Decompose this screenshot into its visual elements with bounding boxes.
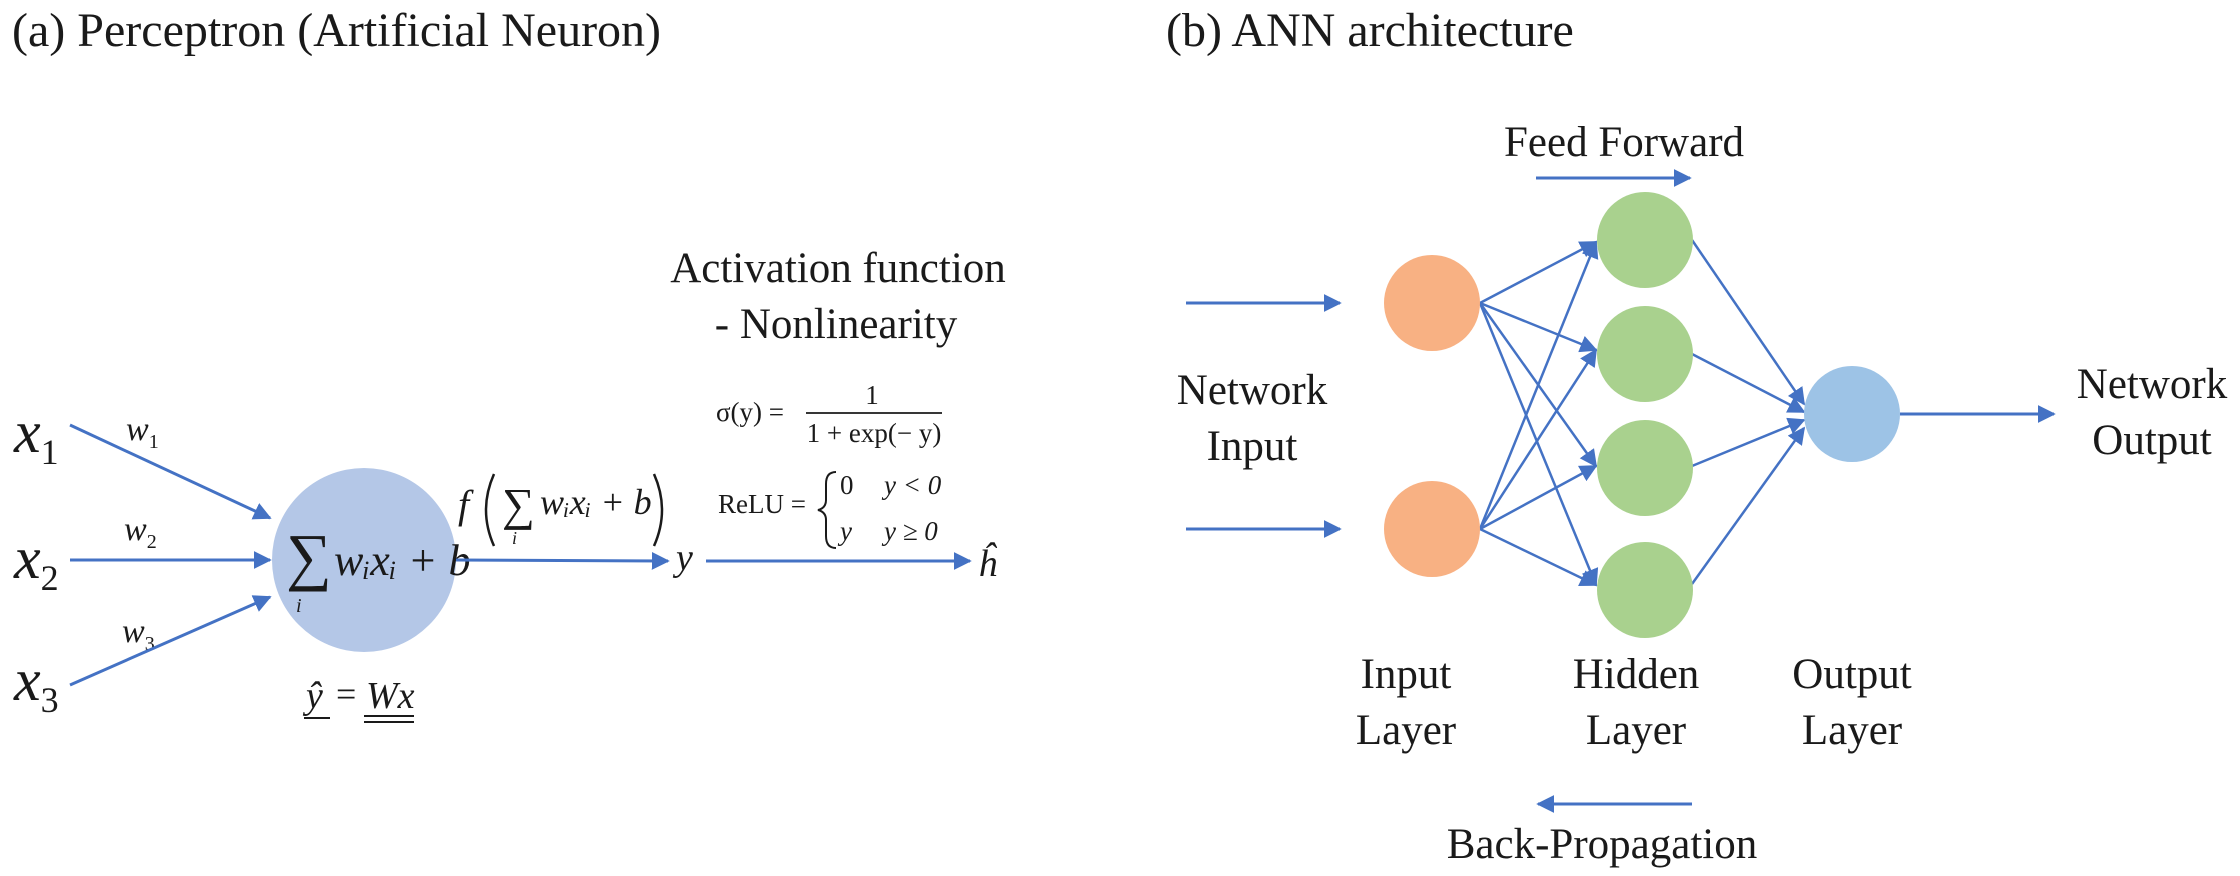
hidden-layer-line1: Hidden	[1573, 651, 1700, 698]
f-sigma-symbol: ∑	[502, 479, 535, 530]
f-label: f	[458, 482, 474, 527]
weight-w3: w3	[122, 613, 155, 655]
connection	[1691, 352, 1806, 414]
input-arrow-1	[69, 423, 272, 520]
neuron-sum-text: wᵢxᵢ + b	[334, 536, 471, 585]
relu-case2-value: y	[837, 516, 852, 546]
relu-lhs: ReLU =	[718, 489, 806, 519]
weight-w2: w2	[124, 511, 157, 553]
output-y: y	[672, 537, 693, 579]
network-output-line2: Output	[2092, 417, 2212, 464]
connection	[1690, 239, 1806, 406]
hidden-node-1	[1597, 192, 1693, 288]
connection	[1478, 302, 1599, 587]
relu-case1-condition: y < 0	[881, 470, 942, 500]
connection	[1479, 240, 1598, 305]
input-x2: x2	[13, 525, 59, 598]
input-node-2	[1384, 481, 1480, 577]
f-sum-index: i	[512, 528, 517, 548]
back-propagation-label: Back-Propagation	[1447, 821, 1757, 868]
connection	[1690, 426, 1806, 585]
output-node	[1804, 366, 1900, 462]
sigmoid-lhs: σ(y) =	[716, 397, 784, 427]
network-input-line2: Input	[1207, 423, 1298, 470]
connection	[1479, 527, 1598, 587]
connection	[1691, 417, 1806, 468]
sigmoid-formula: σ(y) = 1 1 + exp(− y)	[716, 380, 942, 448]
weight-w1: w1	[126, 411, 159, 453]
matrix-eq: =	[336, 674, 356, 714]
sigmoid-denominator: 1 + exp(− y)	[807, 418, 942, 448]
relu-case2-condition: y ≥ 0	[881, 516, 938, 546]
neuron-sum-index: i	[296, 595, 302, 617]
hidden-node-4	[1597, 542, 1693, 638]
network-input-line1: Network	[1177, 367, 1328, 414]
perceptron-node	[272, 468, 456, 652]
f-left-paren	[484, 473, 496, 547]
input-node-1	[1384, 255, 1480, 351]
relu-case1-value: 0	[840, 470, 854, 500]
hidden-output-connections	[1690, 239, 1806, 585]
input-x1: x1	[13, 399, 59, 472]
input-layer-line1: Input	[1361, 651, 1452, 698]
hidden-node-2	[1597, 306, 1693, 402]
activation-title-line1: Activation function	[670, 245, 1006, 292]
matrix-lhs: ŷ	[302, 675, 323, 717]
network-output-line1: Network	[2077, 361, 2228, 408]
output-layer-line2: Layer	[1802, 707, 1902, 754]
matrix-rhs: Wx	[366, 675, 415, 717]
neuron-output-arrow	[455, 551, 670, 570]
connection	[1478, 348, 1598, 530]
input-arrow-3	[69, 595, 272, 687]
neuron-sigma-symbol: ∑	[286, 521, 332, 592]
panel-a-title: (a) Perceptron (Artificial Neuron)	[12, 4, 661, 57]
relu-brace	[817, 471, 837, 549]
matrix-equation: ŷ = Wx	[302, 674, 415, 723]
connection	[1478, 240, 1599, 530]
connection	[1479, 464, 1598, 531]
relu-formula: ReLU = 0 y < 0 y y ≥ 0	[718, 470, 942, 549]
input-hidden-connections	[1478, 240, 1599, 587]
activation-title-line2: - Nonlinearity	[715, 301, 958, 348]
sigmoid-numerator: 1	[865, 380, 879, 410]
hidden-node-3	[1597, 420, 1693, 516]
f-sum-expression: f ∑ i wᵢxᵢ + b	[458, 473, 664, 548]
hidden-layer-line2: Layer	[1586, 707, 1686, 754]
panel-b-title: (b) ANN architecture	[1166, 4, 1574, 57]
final-output-h: ĥ	[978, 542, 998, 585]
input-layer-line2: Layer	[1356, 707, 1456, 754]
output-layer-line1: Output	[1792, 651, 1912, 698]
f-right-paren	[652, 473, 664, 547]
panel-a-perceptron: (a) Perceptron (Artificial Neuron) x1 x2…	[12, 4, 1006, 723]
feed-forward-label: Feed Forward	[1504, 119, 1744, 166]
panel-b-ann: (b) ANN architecture Feed Forward Networ…	[1166, 4, 2228, 868]
input-x3: x3	[13, 647, 59, 720]
f-sum-text: wᵢxᵢ + b	[540, 482, 652, 522]
connection	[1479, 301, 1598, 353]
